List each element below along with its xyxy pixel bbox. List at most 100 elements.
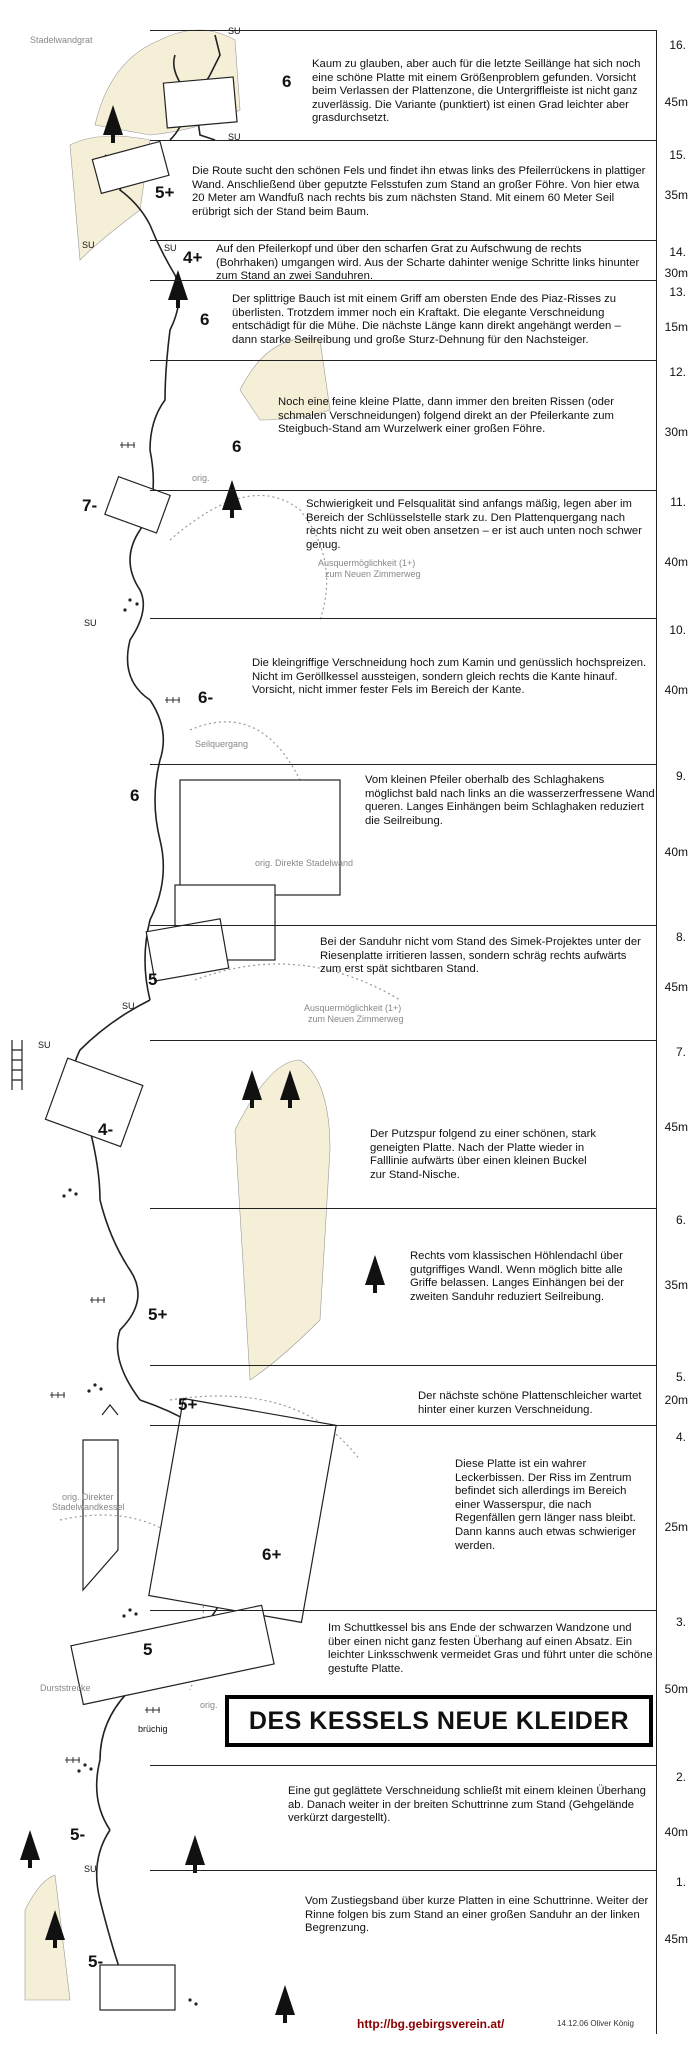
pitch-divider [150,1365,656,1366]
pitch-description: Auf den Pfeilerkopf und über den scharfe… [216,243,640,283]
ridge-label: Stadelwandgrat [30,35,93,45]
grade-label: 7- [82,496,98,515]
pitch-length: 40m [664,683,688,697]
pitch-description: Der splittrige Bauch ist mit einem Griff… [232,293,621,346]
pitch-number: 13. [669,285,686,299]
belay-label: SU [164,243,177,253]
pitch-number: 5. [675,1370,686,1384]
grass-tufts [50,442,180,1763]
pitch-divider [150,280,656,281]
pitch-divider [150,140,656,141]
pitch-divider [150,618,656,619]
pitch-description: Diese Platte ist ein wahrer Leckerbissen… [455,1458,636,1552]
pitch-divider [150,1610,656,1611]
pitch-description: Die kleingriffige Verschneidung hoch zum… [252,657,647,697]
pitch-length: 15m [664,320,688,334]
pitch-length: 20m [664,1393,688,1407]
belay-label: SU [122,1001,135,1011]
durststrecke-label: Durststrecke [40,1683,91,1693]
pitch-description: Kaum zu glauben, aber auch für die letzt… [312,58,641,125]
pitch-number: 14. [669,245,686,259]
footer-link[interactable]: http://bg.gebirgsverein.at/ [357,2017,505,2031]
footer-date-author: 14.12.06 Oliver König [557,2019,634,2028]
pitch-description: Die Route sucht den schönen Fels und fin… [192,165,646,218]
grade-label: 5- [88,1952,104,1971]
pitch-divider [150,1208,656,1209]
bruechig-label: brüchig [138,1724,168,1734]
variant-label: zum Neuen Zimmerweg [325,569,421,579]
grade-label: 5+ [148,1305,168,1324]
pitch-length: 40m [664,845,688,859]
pitch-divider [150,1765,656,1766]
pitch-divider [150,1870,656,1871]
pitch-description: Noch eine feine kleine Platte, dann imme… [278,396,614,436]
pitch-length: 45m [664,95,688,109]
pitch-divider [150,30,656,31]
route-title: DES KESSELS NEUE KLEIDER [225,1695,653,1747]
right-divider [656,30,657,2034]
seilquergang-label: Seilquergang [195,739,249,749]
belay-label: SU [38,1040,51,1050]
slabs [44,76,341,2011]
grade-label: 5 [143,1640,153,1659]
grade-label: 6 [130,786,140,805]
variant-label: zum Neuen Zimmerweg [308,1014,404,1024]
pitch-number: 12. [669,365,686,379]
grade-label: 4+ [183,248,203,267]
orig-label: orig. [200,1700,218,1710]
pitch-description: Der Putzspur folgend zu einer schönen, s… [370,1128,597,1181]
pitch-length: 35m [664,188,688,202]
pitch-length: 45m [664,980,688,994]
pitch-description: Bei der Sanduhr nicht vom Stand des Sime… [320,936,641,976]
wall-pillar [11,1040,119,1592]
pitch-divider [150,764,656,765]
pitch-divider [150,490,656,491]
pitch-description: Der nächste schöne Plattenschleicher war… [418,1390,642,1416]
pitch-length: 35m [664,1278,688,1292]
pitch-divider [150,1425,656,1426]
route-line [71,34,249,2011]
pitch-number: 4. [675,1430,686,1444]
pitch-divider [150,1040,656,1041]
pitch-number: 11. [670,495,686,509]
pitch-description: Vom Zustiegsband über kurze Platten in e… [305,1895,649,1935]
tree-icons [20,105,385,2023]
pitch-number: 3. [675,1615,686,1629]
pitch-length: 25m [664,1520,688,1534]
grade-label: 6 [282,72,292,91]
belay-label: SU [82,240,95,250]
pitch-length: 40m [664,555,688,569]
variant-label: Ausquermöglichkeit (1+) [318,558,416,568]
pitch-number: 7. [675,1045,686,1059]
orig-direkter-label: orig. Direkter [62,1492,114,1502]
pitch-length: 50m [664,1682,688,1696]
pitch-number: 8. [675,930,686,944]
orig-direkte-label: orig. Direkte Stadelwand [255,858,354,868]
pitch-number: 6. [675,1213,686,1227]
belay-label: SU [228,26,241,36]
pitch-number: 16. [669,38,686,52]
belay-label: SU [84,1864,97,1874]
pitch-number: 15. [669,148,686,162]
grade-label: 5 [148,970,158,989]
pitch-description: Eine gut geglättete Verschneidung schlie… [288,1785,646,1825]
orig-label: orig. [192,473,210,483]
pitch-length: 40m [664,1825,688,1839]
pitch-number: 2. [675,1770,686,1784]
grade-label: 6 [200,310,210,329]
grade-label: 6 [232,437,242,456]
grade-label: 6+ [262,1545,282,1564]
pitch-number: 10. [669,623,686,637]
pitch-length: 45m [664,1932,688,1946]
pitch-length: 30m [664,266,688,280]
grade-label: 6- [198,688,214,707]
grade-label: 4- [98,1120,114,1139]
pitch-number: 9. [675,769,686,783]
dotted-variants [59,494,401,1691]
pitch-length: 30m [664,425,688,439]
belay-label: SU [84,618,97,628]
variant-label: Ausquermöglichkeit (1+) [304,1003,402,1013]
belay-label: SU [228,132,241,142]
orig-direkter-label: Stadelwandkessel [52,1502,125,1512]
